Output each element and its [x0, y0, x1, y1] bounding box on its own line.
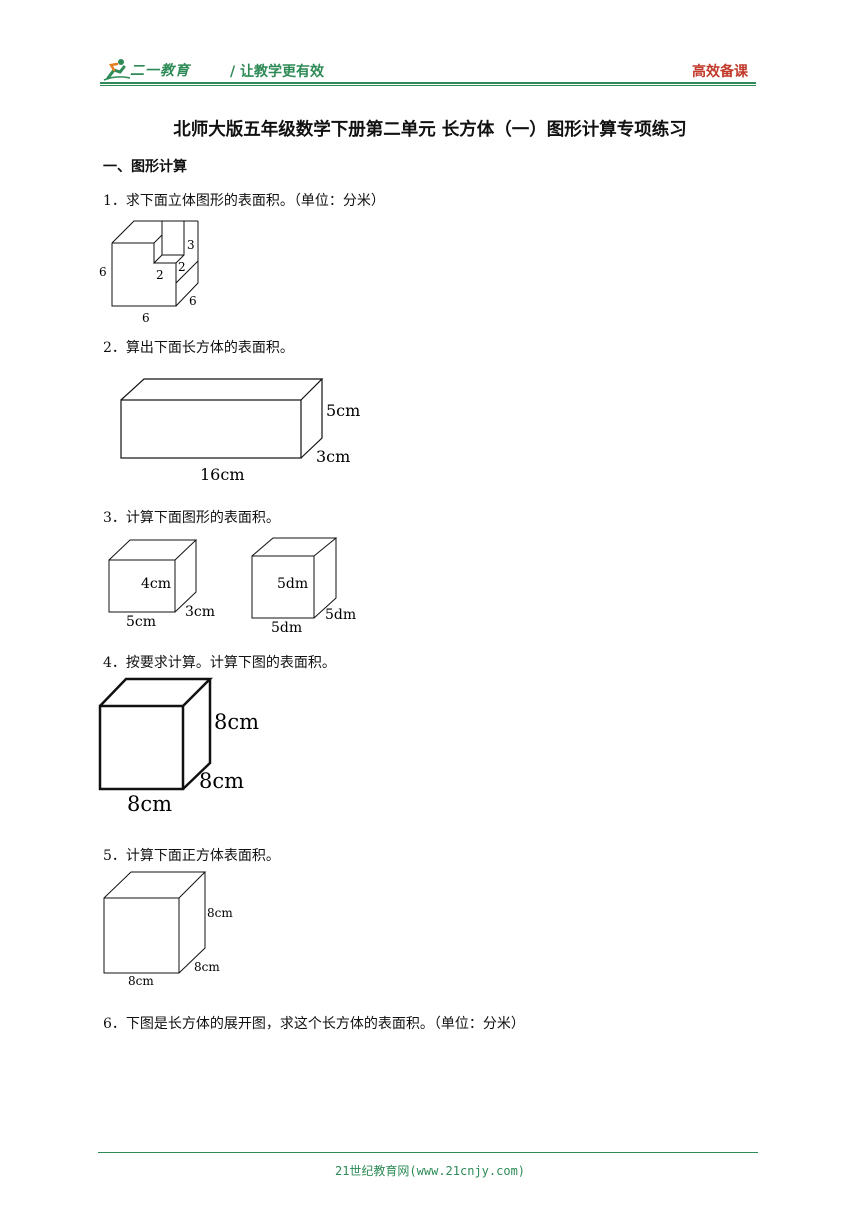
question-1: 1．求下面立体图形的表面积。（单位：分米） [103, 193, 385, 209]
header-divider-thin [100, 85, 756, 86]
logo: 二一教育 [102, 58, 198, 82]
fig1-label-notch-height: 3 [187, 238, 195, 252]
header-slogan: / 让教学更有效 [230, 64, 324, 80]
question-4: 4．按要求计算。计算下图的表面积。 [103, 655, 336, 671]
fig2-label-length: 16cm [200, 465, 245, 484]
figure-4-cube: 8cm 8cm 8cm [98, 677, 259, 816]
fig2-label-width: 3cm [316, 447, 350, 466]
fig1-label-notch-width: 2 [156, 268, 164, 282]
question-6: 6．下图是长方体的展开图，求这个长方体的表面积。（单位：分米） [103, 1016, 525, 1032]
fig5-label-length: 8cm [128, 974, 154, 988]
fig1-label-left: 6 [99, 265, 107, 279]
figure-3a-cuboid: 4cm 3cm 5cm [108, 539, 215, 630]
logo-text: 二一教育 [130, 63, 190, 79]
fig3a-label-length: 5cm [126, 614, 156, 630]
figure-5-cube: 8cm 8cm 8cm [103, 871, 233, 988]
figure-3b-cube: 5dm 5dm 5dm [251, 537, 356, 636]
fig4-label-length: 8cm [127, 792, 172, 816]
header-divider [100, 82, 756, 84]
fig2-label-height: 5cm [326, 401, 360, 420]
fig3a-label-height: 4cm [141, 576, 171, 592]
question-5: 5．计算下面正方体表面积。 [103, 848, 280, 864]
fig4-label-width: 8cm [199, 769, 244, 793]
footer-divider [98, 1152, 758, 1153]
fig1-label-bottom: 6 [142, 311, 150, 325]
figure-1-cube-notch: 6 6 6 3 2 2 [99, 220, 199, 325]
page-header: 二一教育 / 让教学更有效 高效备课 [100, 58, 756, 84]
figure-2-cuboid: 5cm 3cm 16cm [120, 378, 360, 484]
fig3b-label-height: 5dm [277, 576, 308, 592]
footer-source: 21世纪教育网(www.21cnjy.com) [334, 1164, 526, 1178]
fig5-label-width: 8cm [194, 960, 220, 974]
fig3a-label-width: 3cm [185, 604, 215, 620]
fig1-label-notch-depth: 2 [178, 260, 186, 274]
question-3: 3．计算下面图形的表面积。 [103, 510, 280, 526]
fig1-label-depth: 6 [189, 294, 197, 308]
page-title: 北师大版五年级数学下册第二单元 长方体（一）图形计算专项练习 [173, 120, 687, 140]
header-brand: 高效备课 [692, 64, 748, 80]
fig3b-label-length: 5dm [271, 620, 302, 636]
fig3b-label-width: 5dm [325, 607, 356, 623]
question-2: 2．算出下面长方体的表面积。 [103, 340, 294, 356]
section-heading: 一、图形计算 [103, 159, 187, 175]
runner-logo-icon [103, 59, 131, 81]
fig4-label-height: 8cm [214, 710, 259, 734]
fig5-label-height: 8cm [207, 906, 233, 920]
